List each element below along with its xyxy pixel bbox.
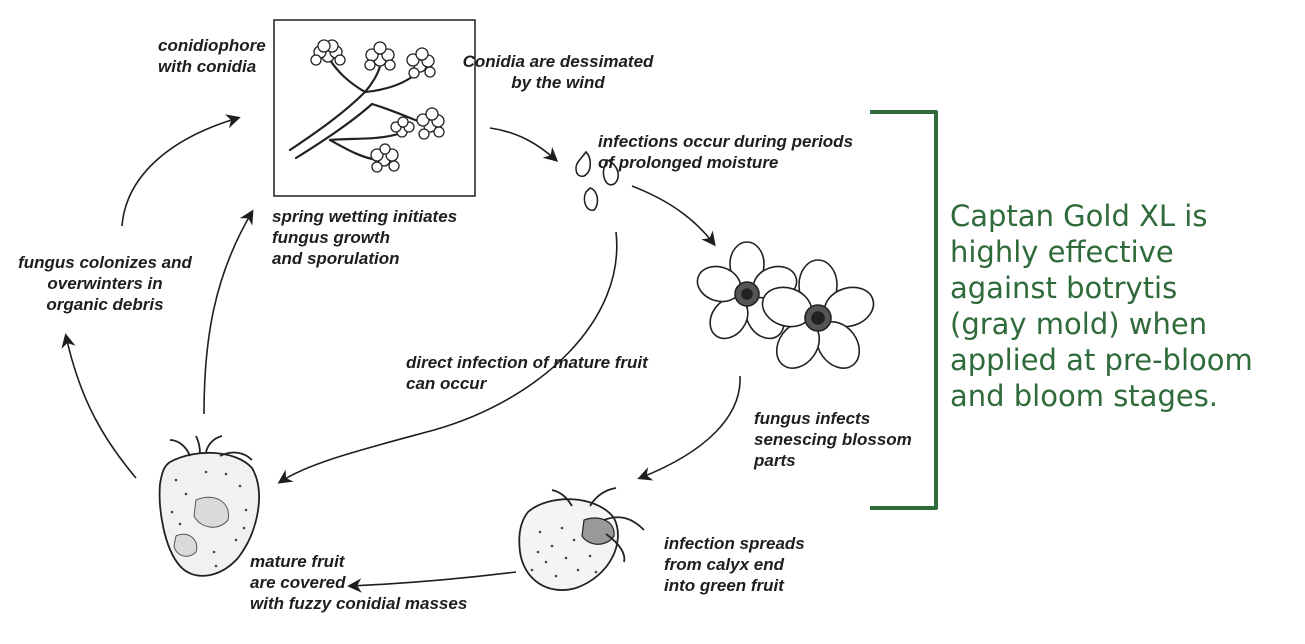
label-spring-wetting: spring wetting initiates fungus growth a…	[272, 207, 458, 268]
callout-text: Captan Gold XL is highly effective again…	[950, 199, 1253, 413]
arrow-moisture-to-blossom	[631, 185, 716, 247]
label-mature-fruit: mature fruit are covered with fuzzy coni…	[250, 552, 468, 613]
arrow-green-fruit-to-mature-label	[347, 571, 517, 593]
bracket	[870, 110, 938, 510]
cycle-arrows	[61, 114, 741, 593]
arrow-direct-infection	[277, 231, 618, 484]
label-conidiophore: conidiophore with conidia	[158, 36, 266, 76]
arrow-conidia-to-infection	[489, 127, 559, 162]
label-fungus-infects: fungus infects senescing blossom parts	[754, 409, 912, 470]
label-conidia-wind: Conidia are dessimated by the wind	[462, 52, 654, 92]
blossom-illustration	[696, 241, 875, 369]
mature-fruit-illustration	[158, 435, 260, 577]
arrow-debris-to-conidiophore	[121, 114, 241, 227]
arrow-fruit-to-spring-wetting	[203, 209, 254, 415]
green-fruit-illustration	[518, 487, 645, 591]
conidiophore-illustration	[273, 19, 476, 197]
conidia-droplets	[575, 150, 619, 211]
arrow-blossom-to-green-fruit	[637, 375, 741, 481]
label-fungus-colonizes: fungus colonizes and overwinters in orga…	[18, 253, 192, 314]
arrow-fruit-to-debris	[61, 333, 137, 479]
label-direct-infection: direct infection of mature fruit can occ…	[406, 353, 648, 393]
label-infections-moisture: infections occur during periods of prolo…	[598, 132, 854, 172]
label-infection-spreads: infection spreads from calyx end into gr…	[664, 534, 805, 595]
